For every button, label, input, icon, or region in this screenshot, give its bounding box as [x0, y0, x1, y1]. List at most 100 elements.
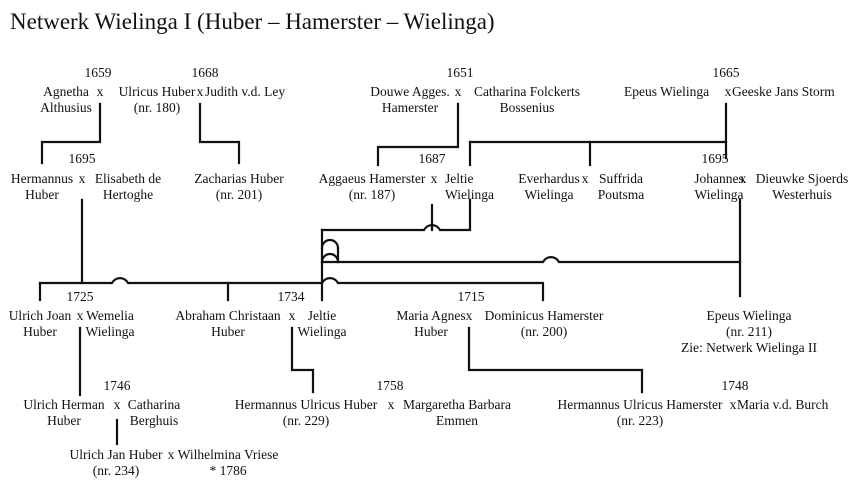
person-hermannus-line: Hermannus	[11, 171, 73, 186]
person-maria-burch: Maria v.d. Burch	[737, 397, 829, 412]
person-aggaeus-line: (nr. 187)	[349, 187, 396, 202]
person-hermannus-line: Huber	[25, 187, 59, 202]
marriage-mark: x	[114, 397, 121, 412]
marriage-mark: x	[168, 447, 175, 462]
person-epeus2-line: (nr. 211)	[726, 324, 772, 339]
person-zacharias-line: (nr. 201)	[216, 187, 263, 202]
marriage-mark: x	[97, 84, 104, 99]
person-wilhelmina-line: Wilhelmina Vriese	[178, 447, 279, 462]
person-ulrich-joan-line: Ulrich Joan	[9, 308, 72, 323]
person-abraham-line: Huber	[211, 324, 245, 339]
person-ulricus-line: (nr. 180)	[134, 100, 181, 115]
connector-line	[320, 238, 340, 250]
marriage-year-m13: 1748	[722, 378, 749, 393]
person-agnetha-line: Althusius	[40, 100, 92, 115]
person-hermannus-ulricus-hamerster-line: Hermannus Ulricus Hamerster	[558, 397, 723, 412]
person-geeske: Geeske Jans Storm	[732, 84, 835, 99]
person-hermannus-ulricus-huber-line: Hermannus Ulricus Huber	[235, 397, 378, 412]
connector-lines	[38, 102, 742, 446]
marriage-mark: x	[582, 171, 589, 186]
marriage-mark: x	[466, 308, 473, 323]
person-wemelia-line: Wielinga	[86, 324, 135, 339]
person-wemelia-line: Wemelia	[86, 308, 134, 323]
person-suffrida-line: Poutsma	[598, 187, 645, 202]
connector-line	[320, 252, 340, 264]
chart-title: Netwerk Wielinga I (Huber – Hamerster – …	[10, 9, 495, 34]
person-maria-agnes-line: Huber	[414, 324, 448, 339]
person-margaretha-line: Margaretha Barbara	[403, 397, 511, 412]
marriage-year-m11: 1746	[104, 378, 131, 393]
marriage-year-m6: 1687	[419, 151, 446, 166]
person-ulrich-jan-line: (nr. 234)	[93, 463, 140, 478]
person-suffrida-line: Suffrida	[599, 171, 643, 186]
person-margaretha-line: Emmen	[436, 413, 478, 428]
person-catharina-b-line: Catharina Folckerts	[474, 84, 580, 99]
person-catharina-berghuis-line: Catharina	[128, 397, 180, 412]
person-geeske-line: Geeske Jans Storm	[732, 84, 835, 99]
person-wilhelmina-line: * 1786	[209, 463, 246, 478]
person-agnetha-line: Agnetha	[43, 84, 89, 99]
person-jeltie1-line: Wielinga	[445, 187, 494, 202]
person-hermannus-ulricus-huber: Hermannus Ulricus Huber(nr. 229)	[235, 397, 378, 428]
connector-line	[320, 256, 742, 264]
marriage-year-m9: 1734	[278, 289, 305, 304]
marriage-mark: x	[431, 171, 438, 186]
person-everhardus-line: Everhardus	[518, 171, 579, 186]
person-zacharias-line: Zacharias Huber	[194, 171, 284, 186]
person-maria-agnes-line: Maria Agnes	[396, 308, 465, 323]
person-aggaeus-line: Aggaeus Hamerster	[319, 171, 426, 186]
person-epeus2: Epeus Wielinga(nr. 211)Zie: Netwerk Wiel…	[681, 308, 818, 355]
person-ulricus-line: Ulricus Huber	[119, 84, 196, 99]
person-hermannus-ulricus-hamerster: Hermannus Ulricus Hamerster(nr. 223)	[558, 397, 723, 428]
person-douwe: Douwe Agges.Hamerster	[370, 84, 450, 115]
marriage-year-m7: 1695	[702, 151, 729, 166]
person-aggaeus: Aggaeus Hamerster(nr. 187)	[319, 171, 426, 202]
person-hermannus-ulricus-hamerster-line: (nr. 223)	[617, 413, 664, 428]
person-douwe-line: Hamerster	[382, 100, 439, 115]
person-catharina-b-line: Bossenius	[500, 100, 555, 115]
connector-line	[40, 102, 102, 165]
connector-line	[467, 326, 644, 394]
person-dominicus-line: Dominicus Hamerster	[485, 308, 604, 323]
person-ulrich-herman-line: Ulrich Herman	[23, 397, 105, 412]
person-elisabeth-line: Hertoghe	[103, 187, 153, 202]
person-ulrich-jan: Ulrich Jan Huber(nr. 234)	[70, 447, 163, 478]
person-elisabeth-line: Elisabeth de	[95, 171, 161, 186]
person-epeus1: Epeus Wielinga	[624, 84, 709, 99]
marriage-year-m12: 1758	[377, 378, 404, 393]
marriage-year-m3: 1651	[447, 65, 474, 80]
person-everhardus-line: Wielinga	[525, 187, 574, 202]
marriage-mark: x	[725, 84, 732, 99]
person-epeus1-line: Epeus Wielinga	[624, 84, 709, 99]
person-dieuwke-line: Westerhuis	[772, 187, 832, 202]
marriage-year-m1: 1659	[85, 65, 112, 80]
marriage-mark: x	[730, 397, 737, 412]
connector-line	[376, 102, 460, 167]
marriage-mark: x	[740, 171, 747, 186]
connector-line	[290, 326, 315, 394]
person-ulricus: Ulricus Huber(nr. 180)	[119, 84, 196, 115]
marriage-year-m10: 1715	[458, 289, 485, 304]
marriage-mark: x	[289, 308, 296, 323]
marriage-year-m8: 1725	[67, 289, 94, 304]
marriage-mark: x	[388, 397, 395, 412]
person-zacharias: Zacharias Huber(nr. 201)	[194, 171, 284, 202]
